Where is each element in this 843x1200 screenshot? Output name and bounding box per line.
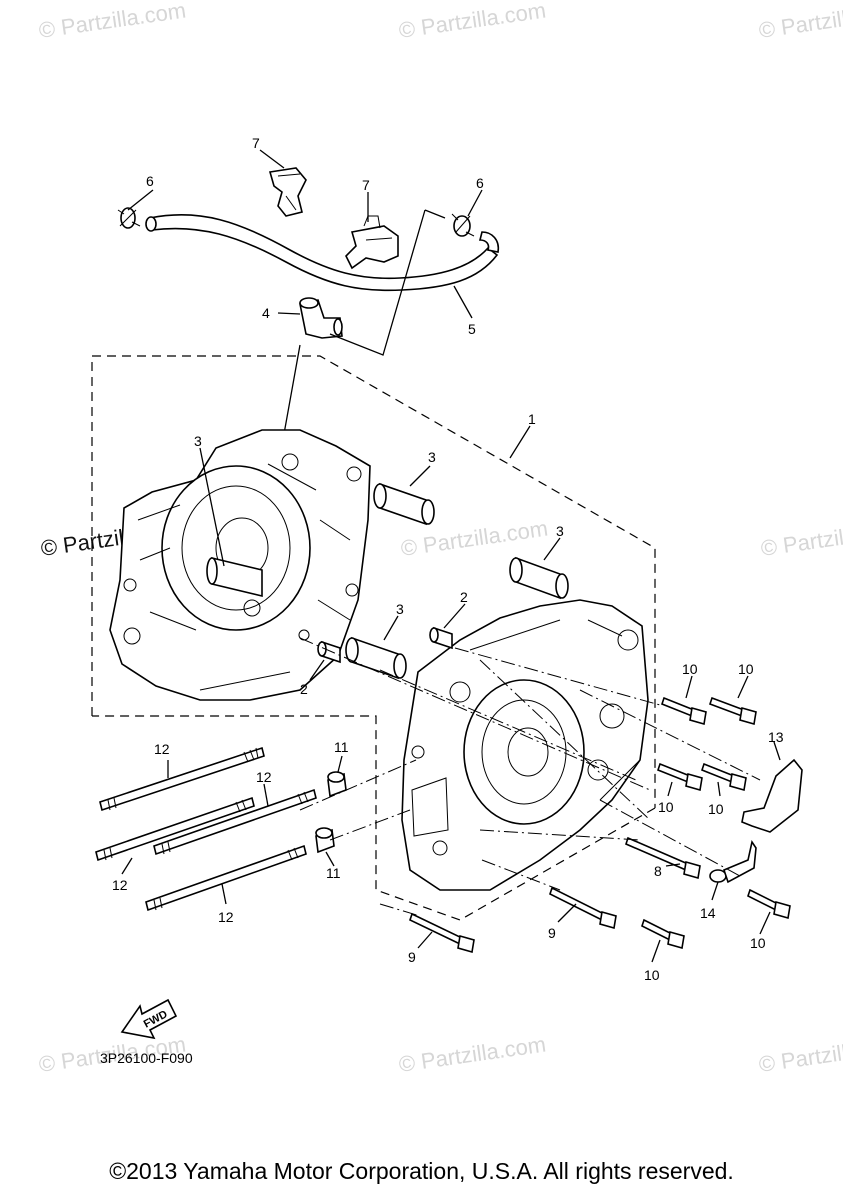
hose-holder-upper xyxy=(268,167,307,217)
fwd-arrow-icon: FWD xyxy=(120,998,178,1040)
collar xyxy=(315,827,335,854)
stud-bolt xyxy=(95,796,255,862)
callout-label: 10 xyxy=(682,661,698,677)
hose-clamp-right xyxy=(451,213,475,237)
bolt xyxy=(708,696,757,726)
callout-label: 10 xyxy=(750,935,766,951)
bolt xyxy=(641,918,685,950)
crankcase-assembly-outline xyxy=(91,355,656,921)
bolt xyxy=(747,888,791,920)
bracket xyxy=(741,758,803,833)
copyright-notice: ©2013 Yamaha Motor Corporation, U.S.A. A… xyxy=(109,1158,734,1184)
watermark-text: © Partzilla.com xyxy=(37,0,187,43)
callout-label: 12 xyxy=(256,769,272,785)
watermark-text: © Partzilla.com xyxy=(397,0,547,43)
hose-clamp-left xyxy=(117,207,141,229)
callout-label: 13 xyxy=(768,729,784,745)
centerlines xyxy=(299,637,761,917)
callout-label: 1 xyxy=(528,411,536,427)
callout-label: 3 xyxy=(396,601,404,617)
callouts: 6 7 7 6 4 5 1 3 3 3 3 2 2 10 10 13 10 10… xyxy=(112,135,784,983)
bearing xyxy=(373,482,435,526)
callout-label: 10 xyxy=(708,801,724,817)
clamp xyxy=(709,839,757,884)
crankcase-right xyxy=(401,599,649,891)
dowel-pin xyxy=(429,626,453,650)
breather-hose xyxy=(145,213,500,292)
hose-holder-lower xyxy=(345,215,399,270)
callout-label: 10 xyxy=(738,661,754,677)
callout-label: 6 xyxy=(146,173,154,189)
diagram-code: 3P26100-F090 xyxy=(100,1050,193,1066)
watermark-text: © Partzilla.com xyxy=(757,0,843,43)
watermark-text: © Partzilla.com xyxy=(759,516,843,561)
callout-label: 5 xyxy=(468,321,476,337)
collar xyxy=(327,771,347,798)
watermark-text: © Partzilla.com xyxy=(397,1032,547,1077)
callout-label: 7 xyxy=(362,177,370,193)
callout-label: 10 xyxy=(644,967,660,983)
callout-label: 11 xyxy=(326,865,341,881)
callout-label: 7 xyxy=(252,135,260,151)
callout-label: 2 xyxy=(460,589,468,605)
callout-label: 3 xyxy=(194,433,202,449)
bolt xyxy=(701,762,747,792)
callout-label: 12 xyxy=(154,741,170,757)
bolt xyxy=(409,912,475,954)
callout-label: 14 xyxy=(700,905,716,921)
callout-label: 3 xyxy=(556,523,564,539)
bearing xyxy=(509,556,569,600)
stud-bolt xyxy=(145,844,307,912)
callout-label: 12 xyxy=(218,909,234,925)
breather-elbow xyxy=(299,297,343,339)
bolt xyxy=(657,762,703,792)
callout-label: 4 xyxy=(262,305,270,321)
callout-label: 3 xyxy=(428,449,436,465)
callout-label: 12 xyxy=(112,877,128,893)
bearing xyxy=(345,636,407,680)
callout-label: 11 xyxy=(334,739,349,755)
leader-lines xyxy=(121,149,781,963)
watermark-text: © Partzilla.com xyxy=(757,1032,843,1077)
callout-label: 9 xyxy=(548,925,556,941)
crankcase-left xyxy=(109,429,371,701)
callout-label: 8 xyxy=(654,863,662,879)
stud-bolt xyxy=(99,746,265,812)
callout-label: 6 xyxy=(476,175,484,191)
bolt xyxy=(625,836,701,880)
bolt xyxy=(549,886,617,930)
callout-label: 2 xyxy=(300,681,308,697)
callout-label: 9 xyxy=(408,949,416,965)
stud-bolt xyxy=(153,788,317,856)
bolt xyxy=(661,696,707,726)
callout-label: 10 xyxy=(658,799,674,815)
